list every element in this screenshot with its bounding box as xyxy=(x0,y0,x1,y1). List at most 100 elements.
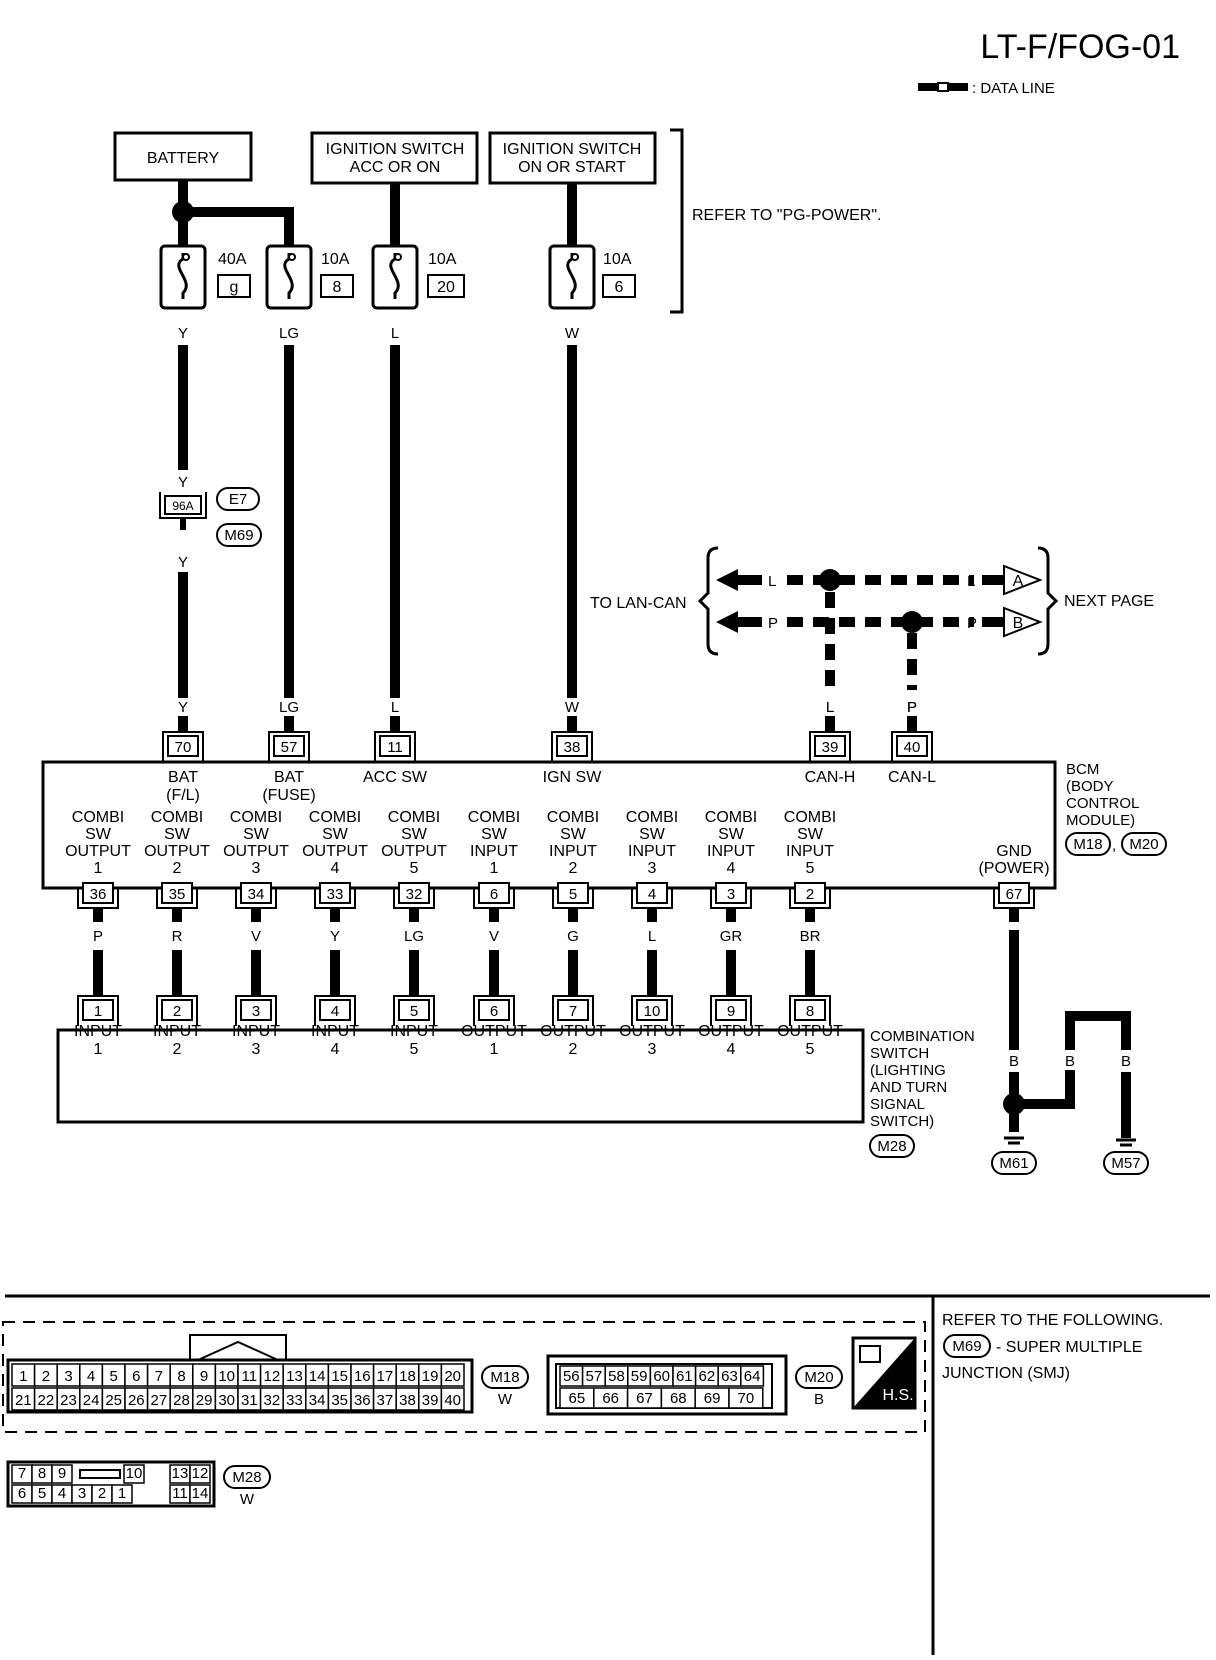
bcm-bottom-pin-label: COMBI xyxy=(388,809,440,826)
combi-pin-label: OUTPUT xyxy=(777,1023,843,1040)
bcm-bottom-pin-label: 4 xyxy=(331,860,340,877)
combi-pin-label: 5 xyxy=(806,1041,815,1058)
bcm-bottom-pin-label: SW xyxy=(639,826,666,843)
bcm-bottom-pin-number: 3 xyxy=(727,886,735,903)
connector-dashed-frame xyxy=(2,1321,926,1433)
m28-cavity: 1 xyxy=(118,1485,126,1502)
bcm-bottom-pin-label: 5 xyxy=(806,860,815,877)
m18-cavity: 9 xyxy=(200,1368,208,1385)
wire-color-y-top: Y xyxy=(178,325,188,342)
m18-cavity: 23 xyxy=(60,1392,77,1409)
combi-pin-label: INPUT xyxy=(390,1023,438,1040)
ground-wire-color-link-2: B xyxy=(1121,1053,1131,1070)
joint-conn-m69: M69 xyxy=(224,527,253,544)
m20-cavity: 63 xyxy=(721,1368,738,1385)
m28-cavity: 6 xyxy=(18,1485,26,1502)
m20-cavity: 56 xyxy=(563,1368,580,1385)
bcm-bottom-pin-number: 6 xyxy=(490,886,498,903)
m20-cavity: 58 xyxy=(608,1368,625,1385)
combi-pin-number: 4 xyxy=(331,1003,339,1020)
combi-title-line-4: AND TURN xyxy=(870,1079,947,1096)
fuse-10a-8: 10A 8 xyxy=(265,244,354,310)
bcm-bottom-pin-label: 3 xyxy=(252,860,261,877)
bcm-bottom-pin-number: 33 xyxy=(327,886,344,903)
bcm-top-pin-label: (FUSE) xyxy=(262,787,315,804)
bcm-top-pin-number: 38 xyxy=(564,739,581,756)
m28-cavity: 8 xyxy=(38,1465,46,1482)
m18-cavity: 28 xyxy=(173,1392,190,1409)
refer-conn-m69: M69 xyxy=(952,1338,981,1355)
combi-pin-label: INPUT xyxy=(153,1023,201,1040)
combi-pin-label: 2 xyxy=(173,1041,182,1058)
bcm-top-pin-number: 11 xyxy=(387,739,403,756)
combi-pin-label: 1 xyxy=(94,1041,103,1058)
bcm-bottom-pin-number: 32 xyxy=(406,886,423,903)
bcm-bottom-pin-label: INPUT xyxy=(707,843,755,860)
bcm-bottom-pin-label: 4 xyxy=(727,860,736,877)
bcm-top-pin-label: (F/L) xyxy=(166,787,200,804)
refer-pg-power-label: REFER TO "PG-POWER". xyxy=(692,207,881,224)
combi-pin-number: 1 xyxy=(94,1003,102,1020)
combi-title-line-5: SIGNAL xyxy=(870,1096,925,1113)
m18-cavity: 36 xyxy=(354,1392,371,1409)
bcm-bottom-pin-label: COMBI xyxy=(151,809,203,826)
combi-pin-label: 1 xyxy=(490,1041,499,1058)
m18-cavity: 22 xyxy=(38,1392,55,1409)
m28-cavity: 9 xyxy=(58,1465,66,1482)
hs-icon: H.S. xyxy=(851,1336,917,1410)
refer-note: REFER TO THE FOLLOWING. M69 - SUPER MULT… xyxy=(942,1312,1163,1382)
combi-pin-number: 2 xyxy=(173,1003,181,1020)
m18-cavity: 10 xyxy=(218,1368,235,1385)
m18-cavity: 1 xyxy=(19,1368,27,1385)
bcm-bottom-pin-wire-color: Y xyxy=(330,928,340,945)
wire-color-lg-top: LG xyxy=(279,325,299,342)
m18-cavity: 21 xyxy=(15,1392,32,1409)
m18-cavity: 15 xyxy=(331,1368,348,1385)
bcm-top-pin-label: BAT xyxy=(168,769,198,786)
m28-color: W xyxy=(240,1491,255,1508)
bcm-bottom-pin-label: SW xyxy=(401,826,428,843)
bcm-bottom-pin-number: 5 xyxy=(569,886,577,903)
bcm-bottom-pin-wire-color: L xyxy=(648,928,656,945)
ground-wire-color-link-1: B xyxy=(1065,1053,1075,1070)
bcm-gnd-pin-label: GND xyxy=(996,843,1032,860)
bcm-gnd-pin-number: 67 xyxy=(1006,886,1023,903)
wire-color-l-top: L xyxy=(391,325,399,342)
bcm-bottom-pin-wire-color: GR xyxy=(720,928,743,945)
m18-cavity: 27 xyxy=(151,1392,168,1409)
bcm-gnd-pin-label: (POWER) xyxy=(978,860,1049,877)
m28-cavity: 11 xyxy=(172,1485,188,1502)
fuse-10a-20: 10A 20 xyxy=(371,244,465,310)
bcm-bottom-pin-label: OUTPUT xyxy=(65,843,131,860)
next-page-arrow-a: A xyxy=(1013,573,1024,590)
m28-conn-label: M28 xyxy=(232,1469,261,1486)
fuse-10a-6-amps: 10A xyxy=(603,251,632,268)
bcm-bottom-pin-label: COMBI xyxy=(784,809,836,826)
bcm-bottom-pin-wire-color: V xyxy=(489,928,499,945)
bcm-bottom-pin-label: OUTPUT xyxy=(144,843,210,860)
combi-title-line-6: SWITCH) xyxy=(870,1113,934,1130)
fuse-10a-6-number: 6 xyxy=(615,279,624,296)
joint-connector-96a: 96A E7 M69 xyxy=(159,487,262,547)
m20-cavity: 57 xyxy=(586,1368,603,1385)
bcm-bottom-pin-label: COMBI xyxy=(72,809,124,826)
m28-cavity: 13 xyxy=(172,1465,189,1482)
bcm-bottom-pin-label: 5 xyxy=(410,860,419,877)
combi-title-line-1: COMBINATION xyxy=(870,1028,975,1045)
m18-cavity: 4 xyxy=(87,1368,95,1385)
fuse-10a-8-number: 8 xyxy=(333,279,342,296)
m20-cavity: 66 xyxy=(602,1390,619,1407)
bcm-bottom-pin-label: SW xyxy=(481,826,508,843)
combi-pin-label: 4 xyxy=(727,1041,736,1058)
bcm-bottom-pin-label: COMBI xyxy=(547,809,599,826)
m28-cavity: 10 xyxy=(126,1465,143,1482)
ignition-start-label-2: ON OR START xyxy=(518,159,626,176)
m18-cavity: 18 xyxy=(399,1368,416,1385)
